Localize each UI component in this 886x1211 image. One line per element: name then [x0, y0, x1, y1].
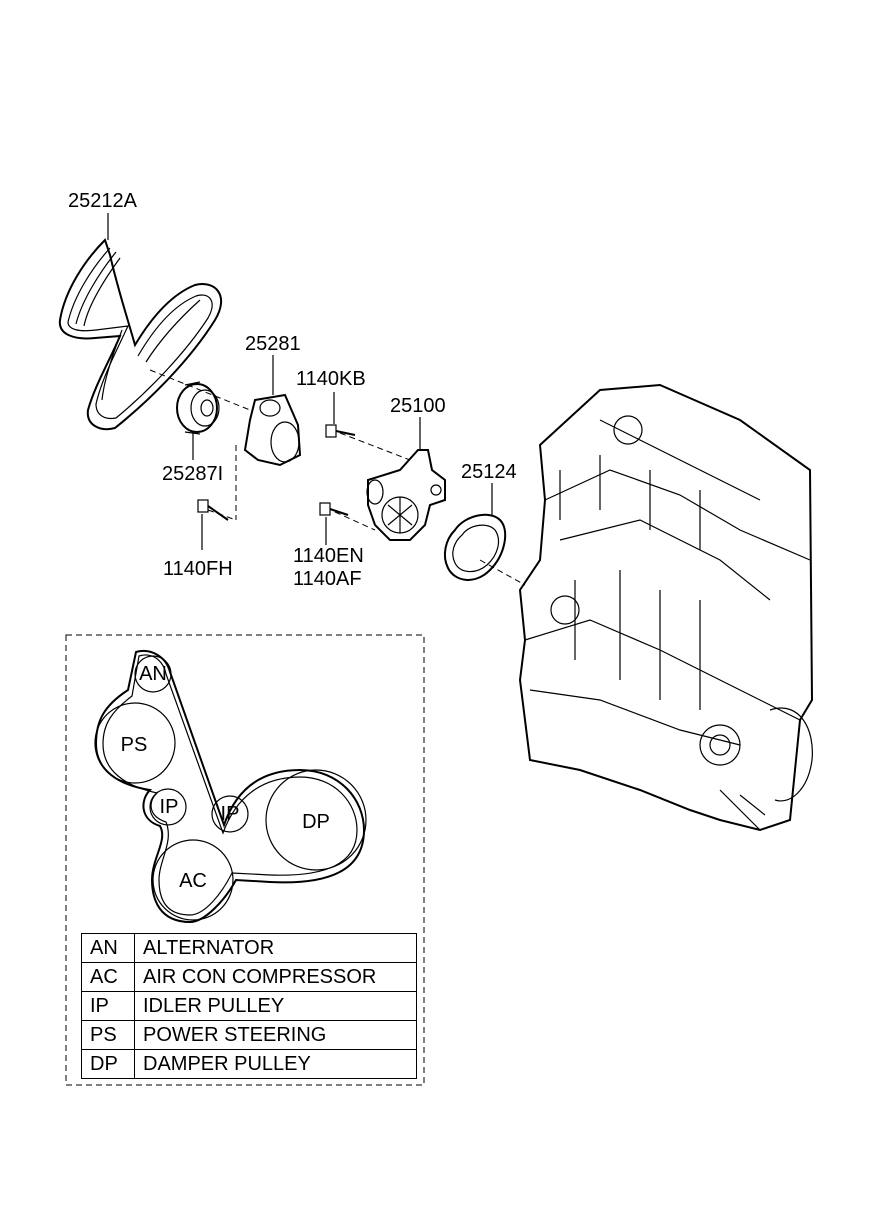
legend-code: AC [81, 962, 135, 992]
legend-row: AC AIR CON COMPRESSOR [81, 962, 417, 992]
pulley-ac-label: AC [179, 870, 207, 892]
legend-name: AIR CON COMPRESSOR [134, 962, 417, 992]
legend-code: PS [81, 1020, 135, 1050]
drive-belt [58, 238, 222, 430]
legend-name: POWER STEERING [134, 1020, 417, 1050]
legend-name: DAMPER PULLEY [134, 1049, 417, 1079]
engine-block [518, 383, 814, 832]
pulley-ip-left-circle [149, 788, 187, 826]
legend-code: DP [81, 1049, 135, 1079]
legend-row: PS POWER STEERING [81, 1020, 417, 1050]
pulley-dp-circle [265, 769, 367, 871]
legend-name: ALTERNATOR [134, 933, 417, 963]
legend-table: AN ALTERNATOR AC AIR CON COMPRESSOR IP I… [81, 933, 417, 1079]
pulley-ip-left-label: IP [160, 796, 179, 818]
label-25212a: 25212A [68, 190, 138, 212]
pulley-dp-label: DP [302, 811, 330, 833]
bolt-1140en [319, 502, 349, 516]
pulley-an-circle [134, 655, 172, 693]
tensioner-part [243, 393, 302, 467]
pulley-an-label: AN [139, 663, 167, 685]
idler-pulley-part [176, 381, 220, 435]
bolt-1140kb [325, 424, 356, 438]
pulley-ac-circle [152, 839, 234, 921]
legend-row: AN ALTERNATOR [81, 933, 417, 963]
label-25124: 25124 [461, 461, 517, 483]
pulley-ps-label: PS [121, 734, 148, 756]
label-1140kb: 1140KB [296, 368, 366, 390]
label-25281: 25281 [245, 333, 301, 355]
legend-name: IDLER PULLEY [134, 991, 417, 1021]
label-1140af: 1140AF [293, 568, 362, 590]
legend-code: AN [81, 933, 135, 963]
water-pump-part [366, 449, 446, 541]
bolt-1140fh [197, 499, 229, 521]
legend-row: DP DAMPER PULLEY [81, 1049, 417, 1079]
label-25287i: 25287I [162, 463, 223, 485]
legend-row: IP IDLER PULLEY [81, 991, 417, 1021]
pulley-ip-right-label: IP [221, 803, 240, 825]
belt-routing-frame [65, 634, 425, 1086]
legend-code: IP [81, 991, 135, 1021]
belt-routing-diagram: AN PS IP IP DP AC [94, 650, 367, 924]
pulley-ps-circle [94, 702, 176, 784]
label-1140en: 1140EN [293, 545, 364, 567]
label-1140fh: 1140FH [163, 558, 233, 580]
gasket-part [443, 513, 507, 581]
label-25100: 25100 [390, 395, 446, 417]
pulley-ip-right-circle [211, 795, 249, 833]
